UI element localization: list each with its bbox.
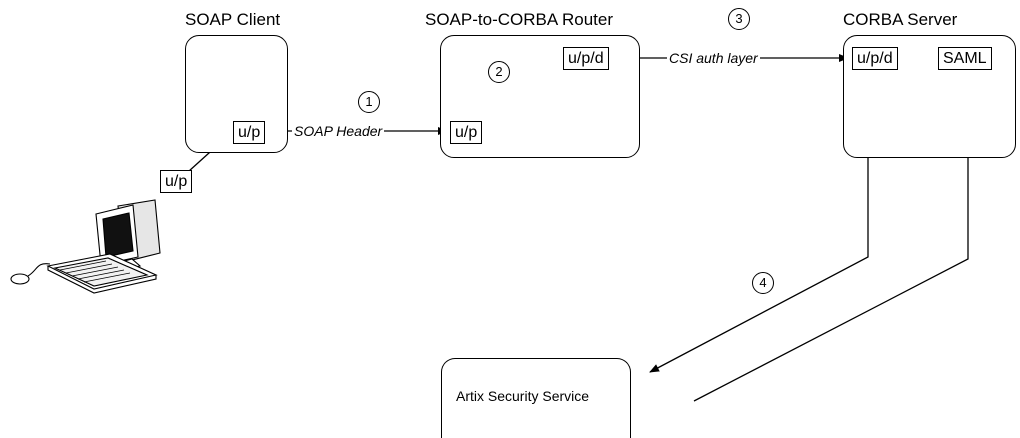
soap-client-credential-tag: u/p [233,121,266,144]
workstation-credential-tag: u/p [160,170,193,193]
workstation-icon [10,199,161,294]
corba-server-title: CORBA Server [843,10,958,29]
step-4-marker: 4 [752,272,774,294]
security-service-label: Artix Security Service [456,388,590,404]
soap-header-label: SOAP Header [292,123,385,139]
router-output-credential-tag: u/p/d [563,47,609,70]
step-2-marker: 2 [488,61,510,83]
step-1-marker: 1 [358,91,380,113]
arrow-server-to-security [649,72,869,373]
corba-server-saml-tag: SAML [938,47,992,70]
csi-auth-layer-label: CSI auth layer [667,50,760,66]
router-input-credential-tag: u/p [450,121,483,144]
corba-server-credential-tag: u/p/d [852,47,898,70]
step-3-marker: 3 [728,8,750,30]
router-title: SOAP-to-CORBA Router [425,10,614,29]
security-service-box [441,358,631,438]
soap-client-title: SOAP Client [185,10,281,29]
